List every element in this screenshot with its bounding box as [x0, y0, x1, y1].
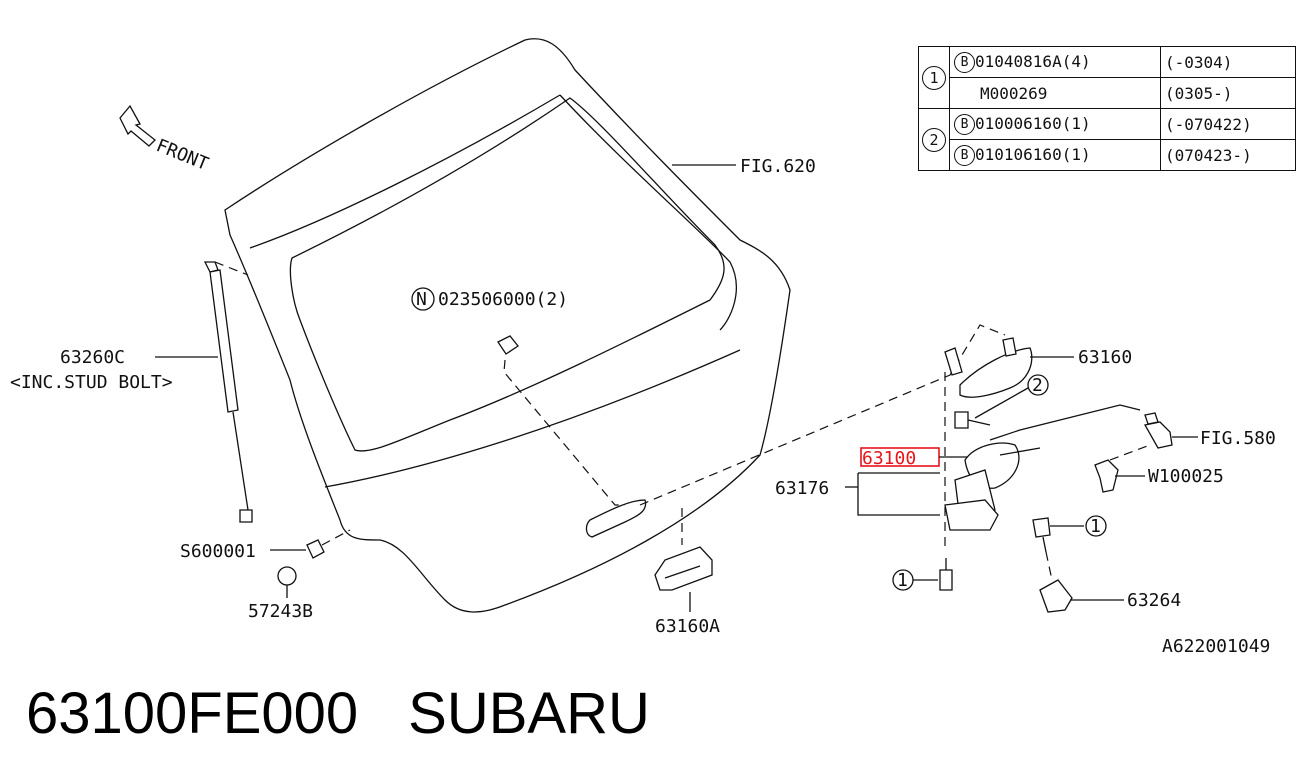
bumper-dash: [321, 529, 351, 546]
svg-text:1: 1: [1090, 516, 1101, 537]
gas-strut-note: <INC.STUD BOLT>: [10, 372, 173, 393]
marker-1-right-icon: 1: [1085, 515, 1107, 537]
gas-strut-icon: [203, 261, 253, 523]
p63264-label: 63264: [1127, 590, 1181, 611]
part-number: 010106160(1): [975, 144, 1091, 164]
footer-caption: 63100FE000 SUBARU: [26, 680, 700, 747]
marker-2-icon: 2: [1027, 374, 1049, 396]
svg-text:1: 1: [897, 570, 908, 591]
handle-assembly-icon: [944, 337, 1033, 398]
key-cylinder-icon: [1143, 412, 1173, 449]
s600001-label: S600001: [180, 541, 256, 562]
footer-part-number: 63100FE000: [26, 681, 359, 746]
fig580-label: FIG.580: [1200, 428, 1276, 449]
table-range-cell: (-070422): [1160, 108, 1296, 140]
p63160a-label: 63160A: [655, 616, 720, 637]
table-key-cell: 2: [918, 108, 950, 171]
key-marker-icon: 2: [922, 127, 946, 152]
part-number: M000269: [980, 83, 1048, 103]
gas-strut-label: 63260C: [60, 347, 125, 368]
table-key-cell: 1: [918, 46, 950, 109]
striker-dash: [1045, 551, 1053, 581]
striker-bolt-icon: [1032, 517, 1051, 553]
striker-icon: [1039, 579, 1073, 613]
footer-brand: SUBARU: [408, 681, 650, 746]
b-marker-icon: B: [954, 113, 975, 135]
table-range-cell: (070423-): [1160, 139, 1296, 171]
diagram-code: A622001049: [1162, 636, 1270, 657]
license-lamp-handle-icon: [654, 546, 713, 591]
clip-part-label: 023506000(2): [438, 289, 568, 310]
table-row: M000269 (0305-): [919, 77, 1296, 109]
part-number: 01040816A(4): [975, 51, 1091, 71]
p57243b-label: 57243B: [248, 601, 313, 622]
p63176-label: 63176: [775, 478, 829, 499]
clip-w-dash: [1109, 444, 1151, 461]
tailgate-illustration: [224, 38, 791, 613]
lock-dash: [639, 324, 1006, 506]
table-part-cell: M000269: [949, 77, 1161, 109]
key-marker-icon: 1: [922, 65, 946, 90]
retainer-clip-icon: [1094, 459, 1119, 493]
table-range-cell: (-0304): [1160, 46, 1296, 78]
front-label: FRONT: [153, 135, 211, 175]
marker-1-bottom-icon: 1: [892, 569, 914, 591]
clip-dash: [503, 359, 625, 506]
n-marker-icon: N: [411, 287, 435, 311]
b-marker-icon: B: [954, 144, 975, 166]
w100025-label: W100025: [1148, 466, 1224, 487]
marker-2-leader: [974, 387, 1029, 419]
front-arrow-icon: [119, 104, 156, 147]
bumper-stop-icon: [306, 539, 325, 559]
p63100-label: 63100: [862, 448, 916, 469]
part-number: 010006160(1): [975, 113, 1091, 133]
cap-icon: [277, 566, 297, 586]
svg-text:N: N: [416, 289, 427, 310]
p63176-bracket: [857, 473, 940, 516]
strut-dash: [214, 261, 249, 276]
bolt-icon: [939, 558, 953, 591]
clip-icon: [497, 335, 519, 355]
table-range-cell: (0305-): [1160, 77, 1296, 109]
screw-icon: [954, 411, 991, 429]
lock-assembly-icon: [944, 404, 1141, 531]
fig620-label: FIG.620: [740, 156, 816, 177]
p63160-label: 63160: [1078, 347, 1132, 368]
svg-text:2: 2: [1032, 375, 1043, 396]
b-marker-icon: B: [954, 51, 975, 73]
